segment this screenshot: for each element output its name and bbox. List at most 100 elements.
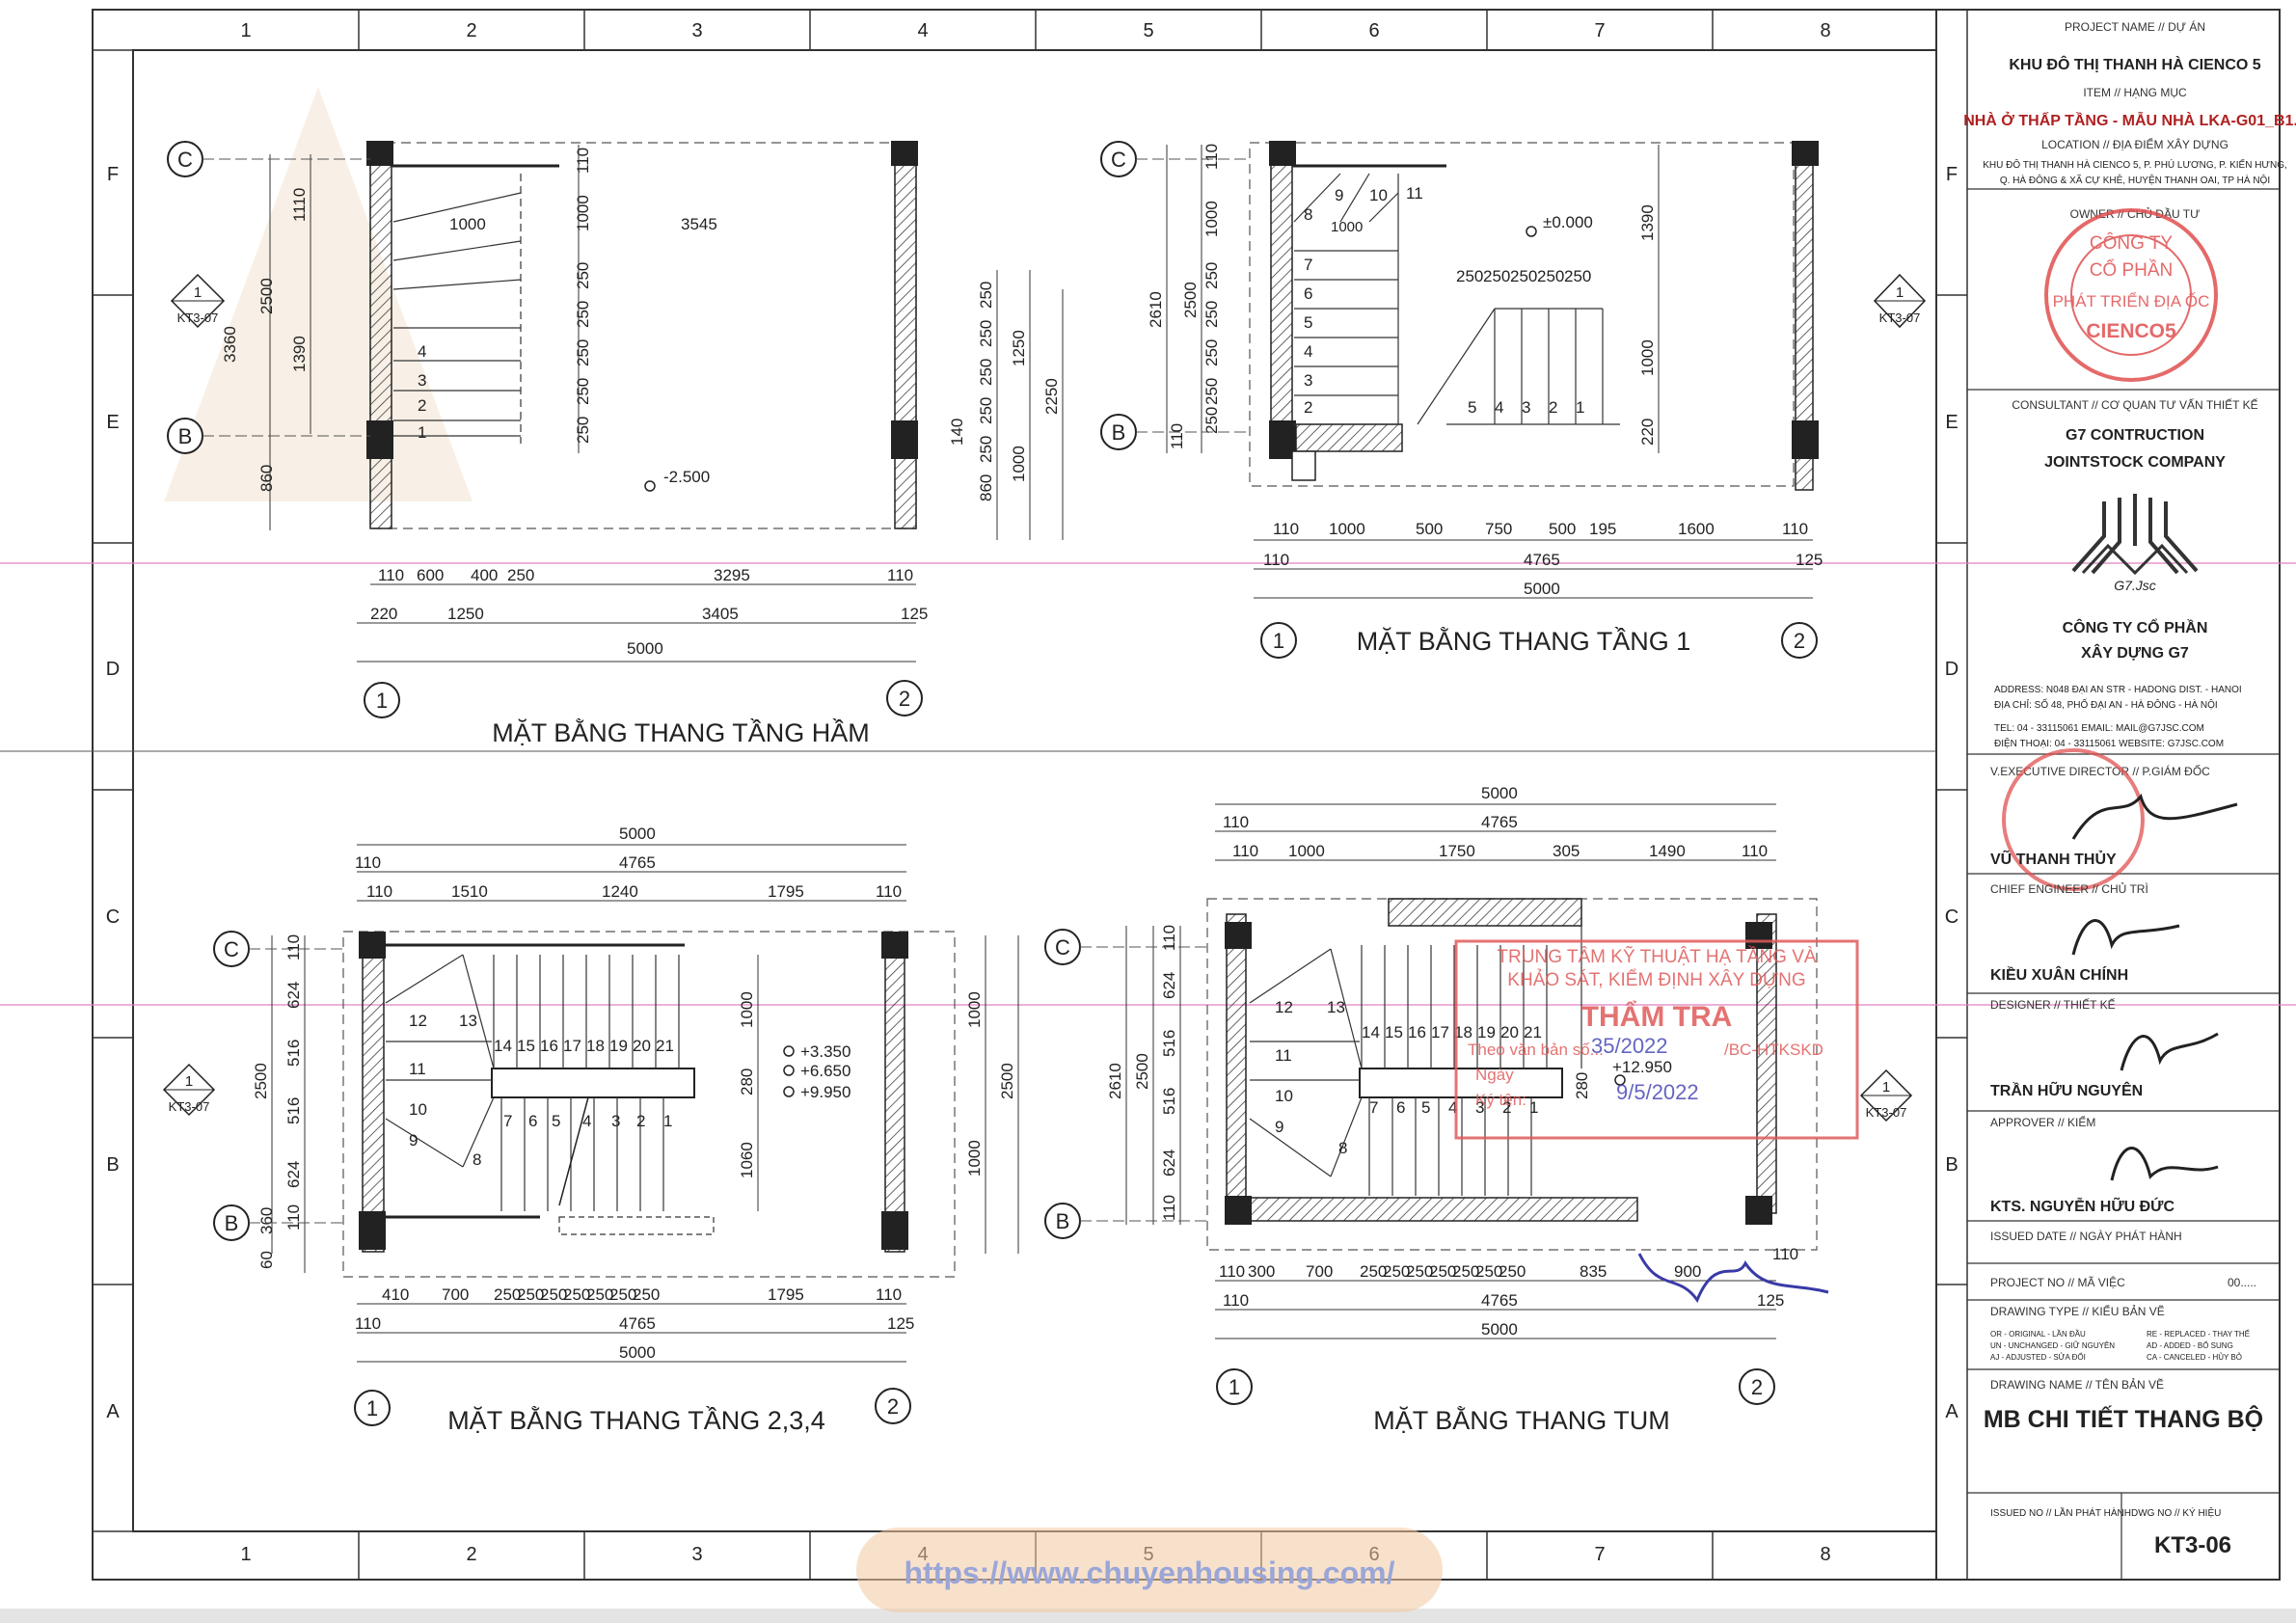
grid-col-2-bottom: 2 <box>466 1544 476 1565</box>
dimension-label: 1600 <box>1678 520 1715 538</box>
axis-label: B <box>1112 420 1126 445</box>
axis-label: 1 <box>1229 1375 1240 1399</box>
dimension-label: 1000 <box>1638 339 1657 376</box>
step-number: 3 <box>1475 1098 1484 1117</box>
dimension-label: 5000 <box>1524 580 1560 598</box>
step-number: 4 <box>582 1112 591 1130</box>
step-number: 3 <box>611 1112 620 1130</box>
axis-label: B <box>178 424 193 448</box>
dimension-label: 250 <box>1564 267 1591 285</box>
step-number: 15 <box>517 1037 535 1055</box>
section-number: 1 <box>1896 284 1904 301</box>
grid-row-f-right: F <box>1946 164 1958 185</box>
level-label: +3.350 <box>800 1042 851 1061</box>
dimension-label: 860 <box>977 474 995 501</box>
dimension-label: 110 <box>355 1314 381 1333</box>
drawing-name: MB CHI TIẾT THANG BỘ <box>1984 1404 2263 1433</box>
dwg-no: KT3-06 <box>2154 1532 2231 1558</box>
g7-logo <box>2071 494 2199 576</box>
location-label: LOCATION // ĐỊA ĐIỂM XÂY DỰNG <box>2041 137 2228 151</box>
dimension-label: 250 <box>494 1285 521 1304</box>
step-number: 3 <box>1304 371 1312 390</box>
dimension-label: 250 <box>540 1285 567 1304</box>
grid-col-5-top: 5 <box>1143 20 1153 41</box>
dimension-label: 4765 <box>619 1314 656 1333</box>
step-number: 16 <box>540 1037 558 1055</box>
step-number: 2 <box>1549 398 1557 417</box>
tel-line-2: ĐIỆN THOẠI: 04 - 33115061 WEBSITE: G7JSC… <box>1994 737 2224 749</box>
dimension-label: 360 <box>257 1207 276 1234</box>
dimension-label: 3545 <box>681 215 717 233</box>
dimension-label: 900 <box>1674 1262 1701 1281</box>
dimension-label: 110 <box>378 566 404 584</box>
dimension-label: 110 <box>1202 144 1221 170</box>
section-number: 1 <box>185 1073 193 1090</box>
step-number: 18 <box>586 1037 605 1055</box>
item-name: NHÀ Ở THẤP TẦNG - MẪU NHÀ LKA-G01_B1.1 <box>1963 111 2296 129</box>
dimension-label: 110 <box>887 566 913 584</box>
axis-bubble-1 <box>1216 1368 1253 1405</box>
approver-signature <box>2110 1147 2219 1181</box>
dimension-label: 300 <box>1248 1262 1275 1281</box>
roof-stair-treads <box>1249 926 1582 1196</box>
dimension-label: 1750 <box>1439 842 1475 860</box>
dimension-label: 1000 <box>965 1140 984 1177</box>
step-number: 19 <box>609 1037 628 1055</box>
floor1-stair-treads <box>1293 173 1620 425</box>
stair-landing <box>491 1068 695 1098</box>
step-number: 7 <box>1369 1098 1378 1117</box>
axis-bubble-1 <box>1260 622 1297 659</box>
dimension-label: 250 <box>1383 1262 1410 1281</box>
owner-stamp-line-3: PHÁT TRIỂN ĐỊA ỐC <box>2053 291 2210 311</box>
dimension-label: 1000 <box>449 215 486 233</box>
step-number: 11 <box>1275 1046 1292 1065</box>
dimension-label: 110 <box>1160 925 1178 951</box>
dimension-label: 1000 <box>1202 201 1221 237</box>
project-no-value: 00..... <box>2228 1276 2256 1289</box>
column <box>881 1211 908 1250</box>
dimension-label: 250 <box>507 566 534 584</box>
dimension-label: 250 <box>1202 262 1221 289</box>
dimension-label: 2610 <box>1147 291 1165 328</box>
level-marker <box>783 1065 795 1076</box>
dimension-label: 5000 <box>1481 1320 1518 1339</box>
grid-row-e-left: E <box>106 412 119 433</box>
dimension-label: 250 <box>977 397 995 424</box>
step-number: 21 <box>656 1037 674 1055</box>
section-ref: KT3-07 <box>1879 311 1921 325</box>
dimension-label: 5000 <box>1481 784 1518 802</box>
floor234-levels: +3.350 +6.650 +9.950 <box>783 1042 851 1101</box>
step-number: 17 <box>1431 1023 1449 1041</box>
step-number: 8 <box>473 1150 481 1169</box>
step-number: 1000 <box>1331 219 1363 235</box>
executive-stamp <box>2002 748 2145 891</box>
step-number: 3 <box>1522 398 1530 417</box>
drawing-type-code: OR - ORIGINAL - LẦN ĐẦU <box>1990 1329 2086 1339</box>
dimension-label: 110 <box>1742 842 1768 860</box>
step-number: 21 <box>1524 1023 1542 1041</box>
faint-logo-watermark <box>164 87 473 501</box>
axis-bubble-1 <box>364 682 400 718</box>
dimension-label: 250 <box>563 1285 590 1304</box>
dimension-label: 250 <box>977 320 995 347</box>
dimension-label: 1000 <box>1288 842 1325 860</box>
company-vn-line-2: XÂY DỰNG G7 <box>2081 643 2189 662</box>
dimension-label: 125 <box>887 1314 914 1333</box>
grid-col-7-top: 7 <box>1594 20 1605 41</box>
watermark-url: https://www.chuyenhousing.com/ <box>856 1528 1443 1612</box>
dimension-label: 250 <box>609 1285 636 1304</box>
column <box>366 141 393 166</box>
watermark-url-text: https://www.chuyenhousing.com/ <box>904 1555 1394 1590</box>
grid-row-labels-right: F E D C B A <box>1945 164 1959 1422</box>
dimension-label: 250 <box>1456 267 1483 285</box>
step-number: 1 <box>1576 398 1584 417</box>
grid-col-7-bottom: 7 <box>1594 1544 1605 1565</box>
scan-edge <box>0 1609 2296 1623</box>
drawing-type-code: CA - CANCELED - HỦY BỎ <box>2147 1353 2242 1362</box>
dimension-label: 195 <box>1589 520 1616 538</box>
dimension-label: 125 <box>1757 1291 1784 1310</box>
dimension-label: 125 <box>901 605 928 623</box>
executive-signature <box>2071 793 2238 840</box>
axis-label: C <box>1055 935 1070 960</box>
grid-row-d-right: D <box>1945 659 1958 680</box>
